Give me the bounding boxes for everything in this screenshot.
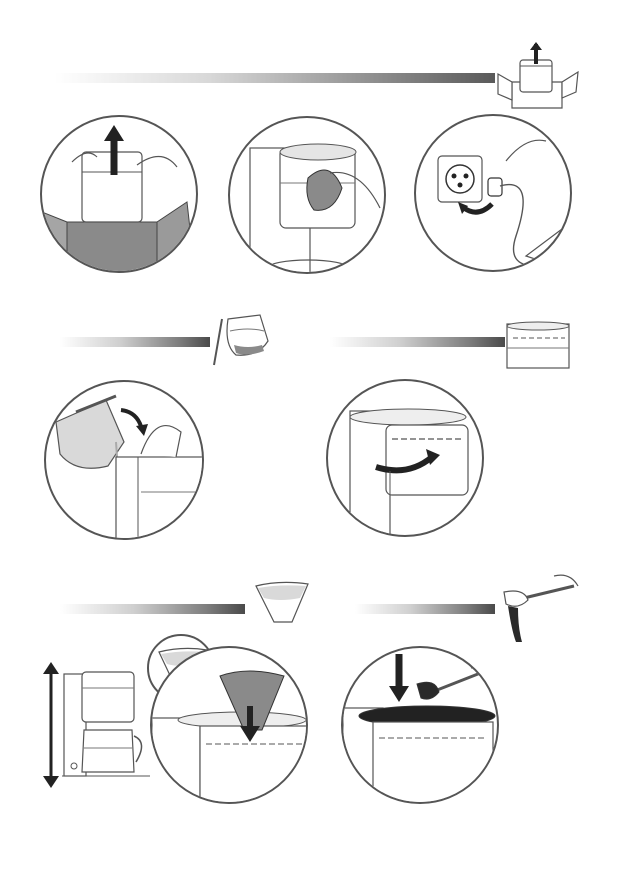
step-insert-filter-illustration — [150, 646, 308, 804]
coffee-scoop-icon — [494, 572, 580, 644]
step-add-coffee-illustration — [341, 646, 499, 804]
section-bar-open-filter — [330, 337, 505, 347]
filter-holder-icon — [503, 316, 573, 372]
step-fill-water-illustration — [44, 380, 204, 540]
section-bar-fill-water — [60, 337, 210, 347]
section-bar-add-coffee — [355, 604, 495, 614]
step-wipe-illustration — [228, 116, 386, 274]
unpack-box-icon — [492, 42, 582, 110]
step-plug-in-illustration — [414, 114, 572, 272]
paper-filter-icon — [252, 578, 312, 626]
step-open-filter-illustration — [326, 379, 484, 537]
coffee-machine-illustration — [60, 668, 152, 780]
section-bar-insert-filter — [60, 604, 245, 614]
height-arrow-icon — [42, 662, 60, 788]
step-unpack-illustration — [40, 115, 198, 273]
water-jug-icon — [208, 305, 274, 367]
section-bar-unpack — [55, 73, 495, 83]
